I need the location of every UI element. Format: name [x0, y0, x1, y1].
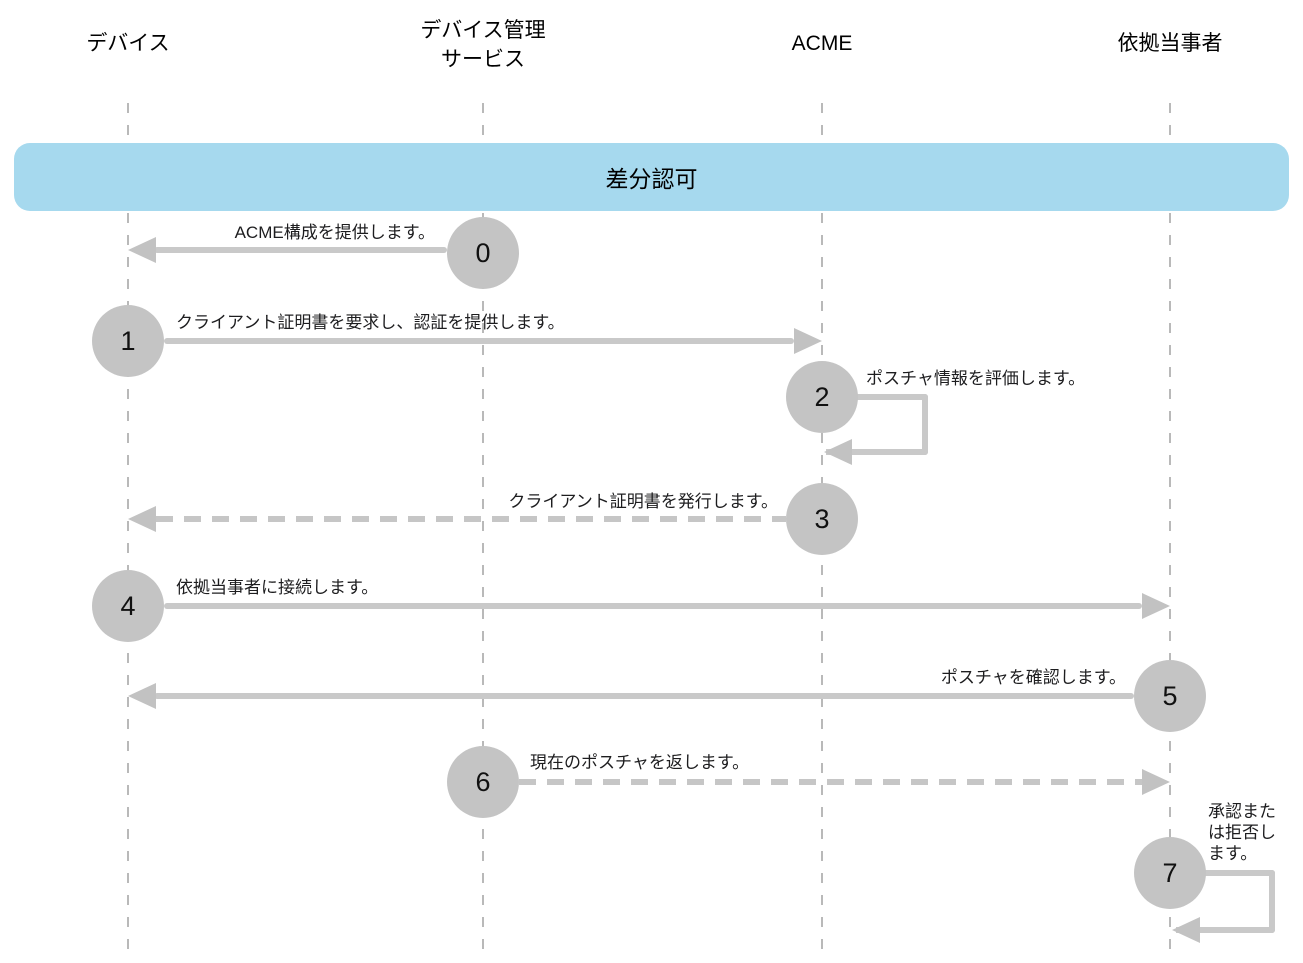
- step-2-self-loop: [826, 394, 928, 455]
- step-4-badge: 4: [92, 570, 164, 642]
- step-2-label: ポスチャ情報を評価します。: [866, 369, 1086, 388]
- arrowhead-left-icon: [1172, 917, 1200, 943]
- step-7-self-loop: [1176, 870, 1275, 933]
- lifeline-device-management-service: [482, 103, 484, 955]
- step-3-arrow: [156, 516, 786, 522]
- step-5-label: ポスチャを確認します。: [940, 668, 1126, 687]
- arrowhead-left-icon: [824, 439, 852, 465]
- arrowhead-right-icon: [1142, 769, 1170, 795]
- section-banner: 差分認可: [14, 143, 1289, 211]
- step-7-label: 承認または拒否します。: [1208, 802, 1276, 863]
- step-0-arrow: [154, 247, 447, 253]
- section-banner-label: 差分認可: [605, 166, 698, 192]
- actor-device: デバイス: [86, 29, 169, 58]
- step-6-badge: 6: [447, 746, 519, 818]
- actor-device-label: デバイス: [86, 32, 170, 55]
- step-3-badge: 3: [786, 483, 858, 555]
- step-0-label: ACME構成を提供します。: [234, 223, 435, 242]
- actor-relying-party-label: 依拠当事者: [1117, 32, 1223, 55]
- step-0-badge: 0: [447, 217, 519, 289]
- actor-acme: ACME: [792, 29, 853, 58]
- arrowhead-left-icon: [128, 506, 156, 532]
- step-4-arrow: [164, 603, 1142, 609]
- step-1-badge: 1: [92, 305, 164, 377]
- actor-relying-party: 依拠当事者: [1118, 29, 1223, 58]
- actor-dms-label-line2: サービス: [441, 48, 525, 71]
- step-2-badge: 2: [786, 361, 858, 433]
- step-6-label: 現在のポスチャを返します。: [530, 753, 750, 772]
- arrowhead-right-icon: [1142, 593, 1170, 619]
- step-1-arrow: [164, 338, 794, 344]
- actor-dms-label-line1: デバイス管理: [420, 19, 546, 42]
- step-5-badge: 5: [1134, 660, 1206, 732]
- step-1-label: クライアント証明書を要求し、認証を提供します。: [176, 313, 565, 332]
- step-3-label: クライアント証明書を発行します。: [508, 492, 778, 511]
- arrowhead-left-icon: [128, 237, 156, 263]
- step-7-badge: 7: [1134, 837, 1206, 909]
- step-6-arrow: [519, 779, 1142, 785]
- step-5-arrow: [154, 693, 1134, 699]
- arrowhead-right-icon: [794, 328, 822, 354]
- lifeline-relying-party: [1169, 103, 1171, 955]
- step-4-label: 依拠当事者に接続します。: [176, 578, 379, 597]
- arrowhead-left-icon: [128, 683, 156, 709]
- actor-device-management-service: デバイス管理 サービス: [420, 16, 545, 74]
- actor-acme-label: ACME: [791, 32, 853, 55]
